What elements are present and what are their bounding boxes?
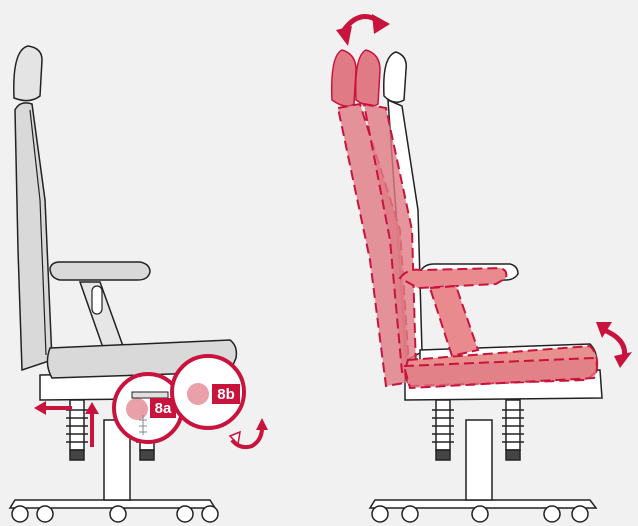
- lock-lever-magnifier: 8b: [172, 356, 244, 428]
- rotate-arrow-icon: [230, 418, 268, 447]
- double-arrow-up-left-icon: [34, 401, 99, 445]
- right-chair-base: [370, 420, 596, 522]
- left-chair: 8a 8b: [10, 46, 268, 522]
- label-8b: 8b: [217, 386, 235, 403]
- left-headrest: [14, 46, 42, 101]
- left-chair-base: [10, 420, 218, 522]
- right-chair: [332, 14, 632, 522]
- headrest-curved-double-arrow-icon: [336, 14, 390, 46]
- label-8a: 8a: [155, 400, 172, 417]
- right-tilted-ghost-chair: [332, 50, 597, 388]
- seat-tilt-curved-double-arrow-icon: [596, 322, 632, 368]
- left-armrest-pad: [50, 262, 150, 280]
